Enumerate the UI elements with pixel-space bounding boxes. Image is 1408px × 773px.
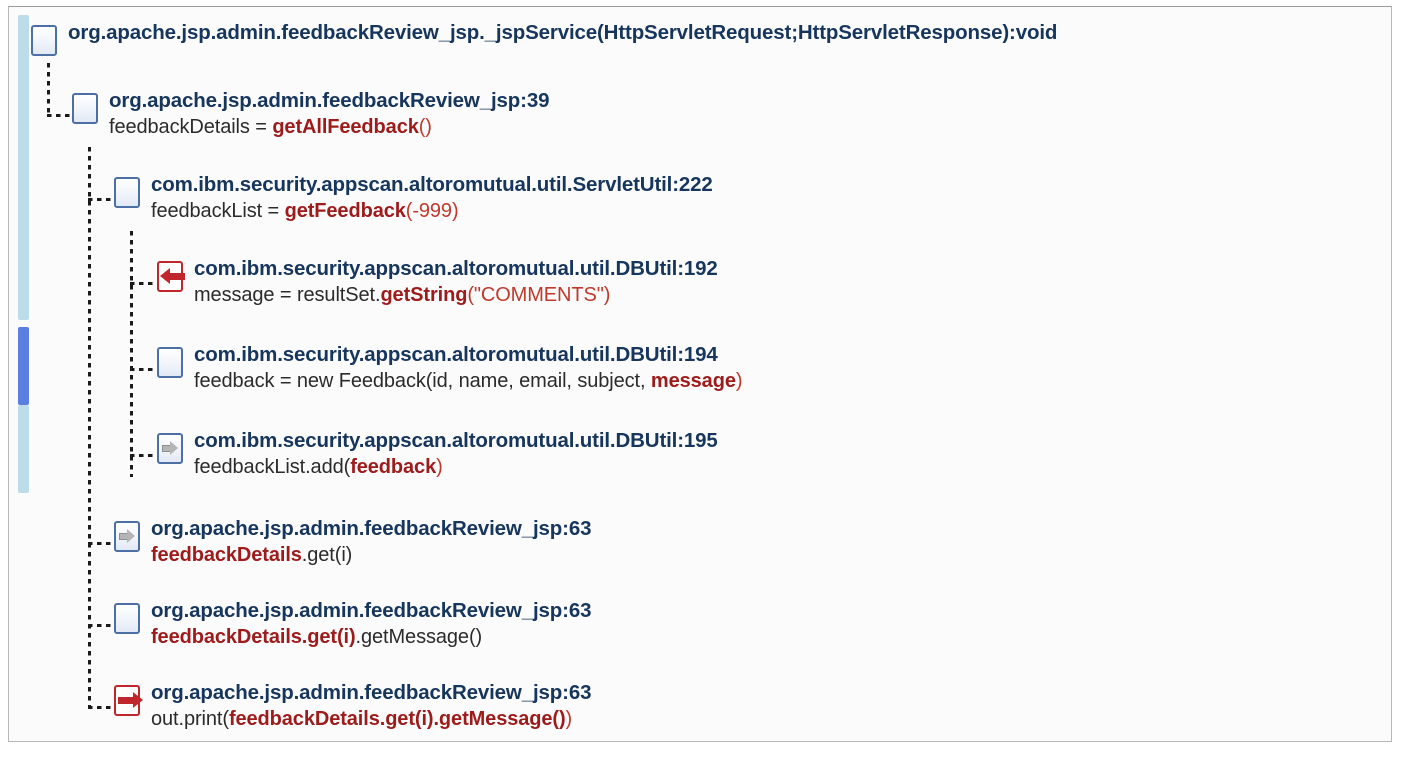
- node-location-text: com.ibm.security.appscan.altoromutual.ut…: [194, 429, 718, 452]
- node-box-red-arrow-right-icon[interactable]: [114, 685, 143, 716]
- connector-h-depth3-b: [130, 368, 158, 371]
- code-fragment: ): [735, 369, 743, 392]
- call-tree-row[interactable]: com.ibm.security.appscan.altoromutual.ut…: [157, 343, 743, 392]
- gutter-segment-dark[interactable]: [18, 327, 29, 405]
- arrow-head: [133, 692, 143, 708]
- code-fragment: ): [436, 455, 443, 478]
- connector-v-depth3: [130, 231, 133, 477]
- code-fragment: feedbackList =: [151, 199, 285, 222]
- code-fragment: message = resultSet.: [194, 283, 381, 306]
- node-code-text: feedbackDetails.get(i): [151, 545, 591, 565]
- code-fragment: .getMessage(): [355, 625, 483, 648]
- connector-h-depth2-d: [88, 706, 115, 709]
- node-location-text: org.apache.jsp.admin.feedbackReview_jsp.…: [68, 21, 1058, 44]
- gutter-segment-light-upper[interactable]: [18, 15, 29, 320]
- code-fragment: feedbackDetails.get(i).getMessage(): [228, 707, 566, 730]
- arrow-body: [169, 273, 185, 280]
- call-tree-row[interactable]: com.ibm.security.appscan.altoromutual.ut…: [157, 257, 718, 305]
- node-labels: com.ibm.security.appscan.altoromutual.ut…: [194, 257, 718, 305]
- node-labels: org.apache.jsp.admin.feedbackReview_jsp:…: [109, 89, 550, 137]
- arrow-body: [118, 697, 134, 704]
- call-tree: org.apache.jsp.admin.feedbackReview_jsp.…: [9, 7, 1391, 741]
- call-tree-panel: org.apache.jsp.admin.feedbackReview_jsp.…: [8, 6, 1392, 742]
- node-labels: com.ibm.security.appscan.altoromutual.ut…: [194, 429, 718, 477]
- connector-h-depth3-a: [130, 282, 158, 285]
- node-code-text: feedbackDetails.get(i).getMessage(): [151, 627, 591, 647]
- code-fragment: feedback: [350, 455, 437, 478]
- node-box-shape: [72, 93, 98, 124]
- node-labels: org.apache.jsp.admin.feedbackReview_jsp:…: [151, 681, 592, 729]
- node-code-text: message = resultSet.getString("COMMENTS"…: [194, 285, 718, 305]
- node-box-blue-icon[interactable]: [114, 603, 140, 634]
- call-tree-row[interactable]: org.apache.jsp.admin.feedbackReview_jsp:…: [72, 89, 550, 137]
- connector-h-depth2-a: [88, 198, 115, 201]
- call-tree-row[interactable]: org.apache.jsp.admin.feedbackReview_jsp:…: [114, 681, 592, 729]
- connector-h-depth2-c: [88, 624, 115, 627]
- call-tree-row[interactable]: com.ibm.security.appscan.altoromutual.ut…: [157, 429, 718, 477]
- node-labels: org.apache.jsp.admin.feedbackReview_jsp.…: [68, 21, 1058, 44]
- node-labels: org.apache.jsp.admin.feedbackReview_jsp:…: [151, 517, 592, 565]
- code-fragment: getAllFeedback: [272, 115, 419, 138]
- arrow-body: [162, 445, 171, 452]
- code-fragment: getString: [380, 283, 468, 306]
- code-fragment: feedbackDetails.get(i): [151, 625, 356, 648]
- node-box-blue-icon[interactable]: [114, 177, 140, 208]
- connector-v-depth2: [88, 147, 91, 707]
- call-tree-row[interactable]: com.ibm.security.appscan.altoromutual.ut…: [114, 173, 713, 221]
- node-location-text: org.apache.jsp.admin.feedbackReview_jsp:…: [109, 89, 550, 112]
- arrow-head: [160, 268, 170, 284]
- code-fragment: (): [418, 115, 432, 138]
- code-fragment: .get(i): [301, 543, 353, 566]
- node-location-text: com.ibm.security.appscan.altoromutual.ut…: [151, 173, 713, 196]
- connector-v-depth1: [47, 63, 50, 117]
- node-box-shape: [31, 25, 57, 56]
- node-labels: org.apache.jsp.admin.feedbackReview_jsp:…: [151, 599, 592, 647]
- arrow-head: [170, 441, 178, 455]
- code-fragment: message: [650, 369, 736, 392]
- coverage-gutter[interactable]: [17, 7, 31, 741]
- code-fragment: feedbackDetails =: [109, 115, 273, 138]
- node-box-grey-arrow-right-icon[interactable]: [114, 521, 140, 552]
- node-box-red-arrow-left-icon[interactable]: [157, 261, 185, 292]
- call-tree-row[interactable]: org.apache.jsp.admin.feedbackReview_jsp.…: [31, 21, 1058, 56]
- node-location-text: org.apache.jsp.admin.feedbackReview_jsp:…: [151, 599, 592, 622]
- node-location-text: com.ibm.security.appscan.altoromutual.ut…: [194, 343, 718, 366]
- code-fragment: out.print(: [151, 707, 229, 730]
- node-code-text: feedbackList.add(feedback): [194, 457, 718, 477]
- node-box-blue-icon[interactable]: [72, 93, 98, 124]
- node-box-shape: [114, 603, 140, 634]
- gutter-segment-light-lower[interactable]: [18, 405, 29, 493]
- connector-h-depth2-b: [88, 542, 115, 545]
- node-box-shape: [157, 347, 183, 378]
- code-fragment: (-999): [405, 199, 459, 222]
- code-fragment: feedback = new Feedback(id, name, email,…: [194, 369, 651, 392]
- node-box-blue-icon[interactable]: [31, 25, 57, 56]
- node-box-grey-arrow-right-icon[interactable]: [157, 433, 183, 464]
- node-code-text: feedbackDetails = getAllFeedback(): [109, 117, 549, 137]
- node-code-text: out.print(feedbackDetails.get(i).getMess…: [151, 709, 591, 729]
- node-box-shape: [114, 177, 140, 208]
- node-labels: com.ibm.security.appscan.altoromutual.ut…: [151, 173, 713, 221]
- node-box-blue-icon[interactable]: [157, 347, 183, 378]
- code-fragment: getFeedback: [284, 199, 406, 222]
- arrow-head: [127, 529, 135, 543]
- node-location-text: com.ibm.security.appscan.altoromutual.ut…: [194, 257, 718, 280]
- node-location-text: org.apache.jsp.admin.feedbackReview_jsp:…: [151, 681, 592, 704]
- arrow-body: [119, 533, 128, 540]
- call-tree-row[interactable]: org.apache.jsp.admin.feedbackReview_jsp:…: [114, 599, 592, 647]
- connector-h-depth3-c: [130, 454, 158, 457]
- node-code-text: feedback = new Feedback(id, name, email,…: [194, 369, 743, 392]
- call-tree-row[interactable]: org.apache.jsp.admin.feedbackReview_jsp:…: [114, 517, 592, 565]
- node-location-text: org.apache.jsp.admin.feedbackReview_jsp:…: [151, 517, 592, 540]
- node-labels: com.ibm.security.appscan.altoromutual.ut…: [194, 343, 743, 392]
- code-fragment: ): [565, 707, 573, 730]
- connector-h-depth1: [47, 114, 73, 117]
- code-fragment: ("COMMENTS"): [467, 283, 611, 306]
- code-fragment: feedbackList.add(: [194, 455, 351, 478]
- node-code-text: feedbackList = getFeedback(-999): [151, 201, 713, 221]
- code-fragment: feedbackDetails: [151, 543, 302, 566]
